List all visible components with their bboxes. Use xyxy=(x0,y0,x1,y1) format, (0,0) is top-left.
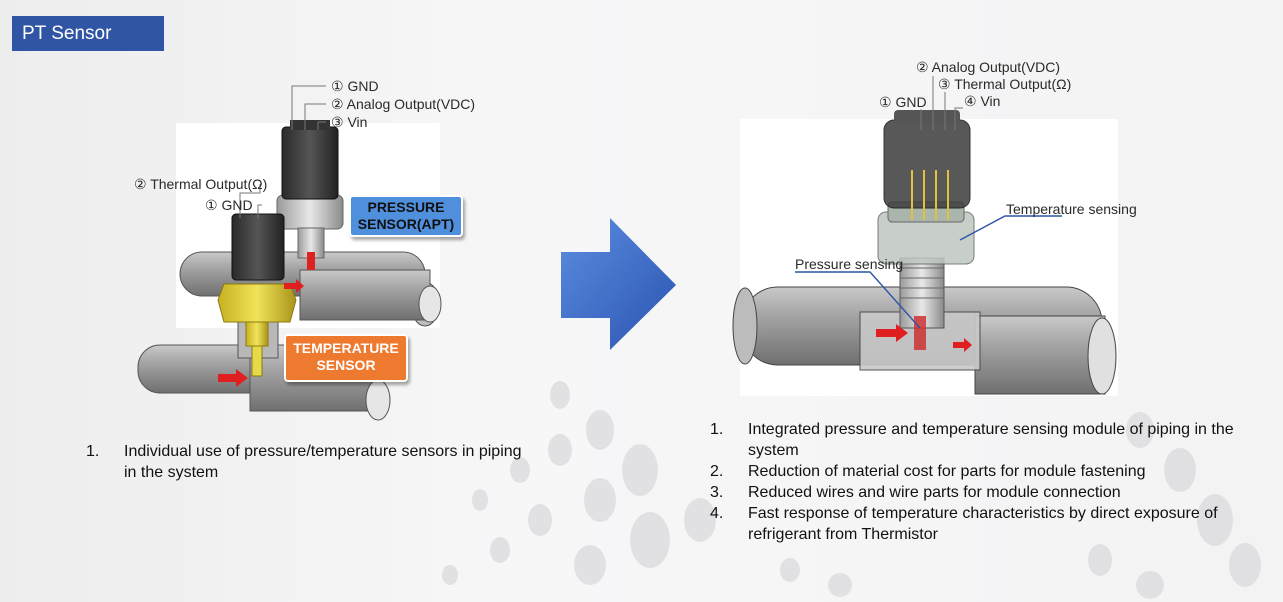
right-pin-label-thermal-output: ③ Thermal Output(Ω) xyxy=(938,76,1072,92)
page-title: PT Sensor xyxy=(12,16,164,51)
transition-arrow-icon xyxy=(561,218,676,350)
list-item: 3. Reduced wires and wire parts for modu… xyxy=(710,482,1270,503)
list-item-number: 1. xyxy=(710,421,724,438)
temperature-sensing-label: Temperature sensing xyxy=(1006,201,1137,217)
list-item-text: Reduction of material cost for parts for… xyxy=(748,463,1146,480)
list-item-text: Reduced wires and wire parts for module … xyxy=(748,484,1121,501)
temperature-callout-line2: SENSOR xyxy=(316,357,376,373)
list-item-number: 3. xyxy=(710,484,724,501)
list-item-text: Fast response of temperature characteris… xyxy=(748,505,1218,543)
temp-pin-label-gnd: ① GND xyxy=(205,197,253,213)
flow-arrow-right-a xyxy=(876,324,908,342)
right-description-list: 1. Integrated pressure and temperature s… xyxy=(710,419,1270,545)
temperature-sensor-callout: TEMPERATURE SENSOR xyxy=(284,334,408,382)
flow-arrow-lower xyxy=(218,369,248,387)
list-item-text: Integrated pressure and temperature sens… xyxy=(748,421,1234,459)
list-item-number: 2. xyxy=(710,463,724,480)
pressure-callout-line2: SENSOR(APT) xyxy=(357,216,455,232)
right-pin-label-analog-output: ② Analog Output(VDC) xyxy=(916,59,1061,75)
list-item-number: 1. xyxy=(86,443,100,460)
flow-arrow-upper xyxy=(284,279,304,293)
temp-pin-label-thermal-output: ② Thermal Output(Ω) xyxy=(134,176,268,192)
temperature-sensor-body xyxy=(217,213,297,377)
pressure-callout-line1: PRESSURE xyxy=(367,199,445,215)
pressure-sensor-body xyxy=(276,120,344,270)
pin-label-vin: ③ Vin xyxy=(331,114,368,130)
list-item: 1. Individual use of pressure/temperatur… xyxy=(86,441,526,483)
temperature-callout-line1: TEMPERATURE xyxy=(293,340,399,356)
list-item-text: Individual use of pressure/temperature s… xyxy=(124,443,522,481)
flow-arrow-right-b xyxy=(953,338,972,352)
list-item: 1. Integrated pressure and temperature s… xyxy=(710,419,1270,461)
pressure-sensing-label: Pressure sensing xyxy=(795,256,904,272)
pin-label-analog-output: ② Analog Output(VDC) xyxy=(331,96,476,112)
left-description-list: 1. Individual use of pressure/temperatur… xyxy=(86,441,526,483)
pin-label-gnd: ① GND xyxy=(331,78,379,94)
list-item: 4. Fast response of temperature characte… xyxy=(710,503,1270,545)
right-pin-label-gnd: ① GND xyxy=(879,94,927,110)
right-pin-label-vin: ④ Vin xyxy=(964,93,1001,109)
pressure-sensor-callout: PRESSURE SENSOR(APT) xyxy=(349,195,463,237)
list-item: 2. Reduction of material cost for parts … xyxy=(710,461,1270,482)
integrated-sensor-body xyxy=(877,110,975,350)
list-item-number: 4. xyxy=(710,505,724,522)
